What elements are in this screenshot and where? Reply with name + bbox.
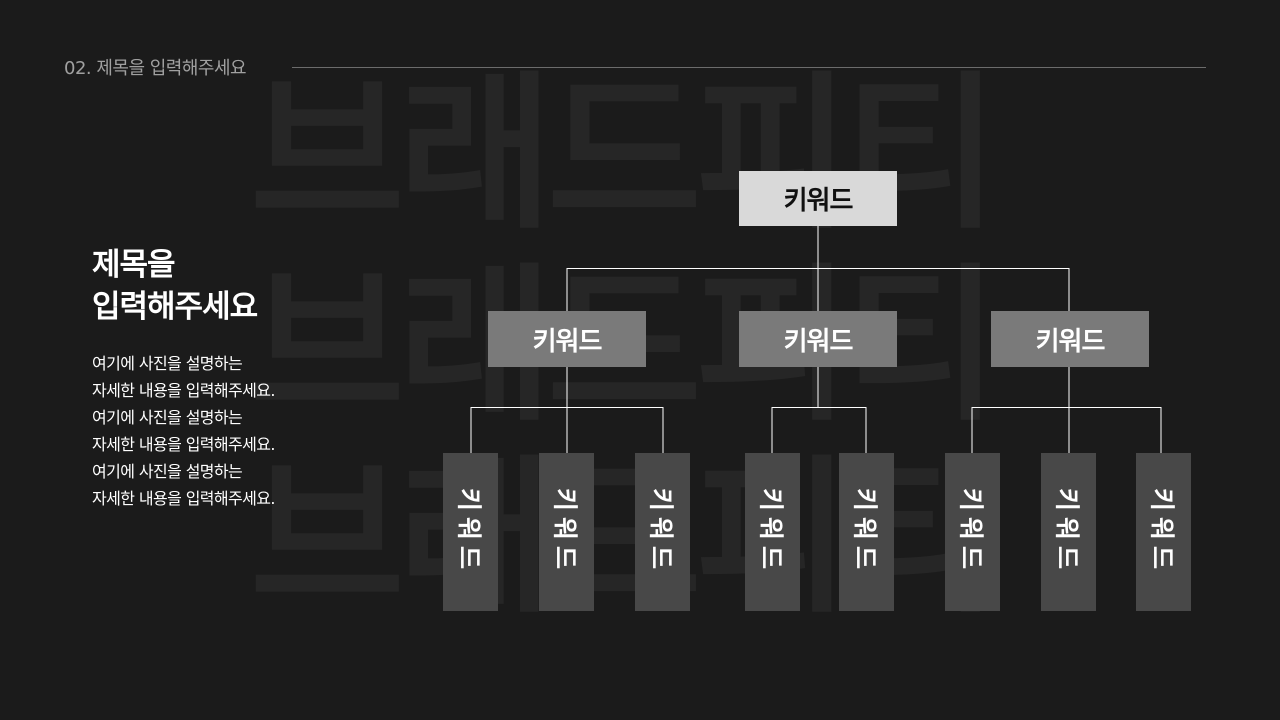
section-title-line-1: 제목을 — [92, 247, 176, 283]
leaf-keyword-node: 키워드 — [1136, 453, 1191, 611]
leaf-keyword-node: 키워드 — [839, 453, 894, 611]
description-line-1: 여기에 사진을 설명하는 — [92, 354, 243, 373]
leaf-keyword-label: 키워드 — [1052, 488, 1082, 576]
leaf-keyword-node: 키워드 — [745, 453, 800, 611]
leaf-keyword-node: 키워드 — [635, 453, 690, 611]
leaf-keyword-node: 키워드 — [443, 453, 498, 611]
description-line-4: 자세한 내용을 입력해주세요. — [92, 435, 276, 454]
leaf-keyword-label: 키워드 — [956, 488, 986, 576]
section-title-line-2: 입력해주세요 — [92, 289, 258, 325]
page-header-title: 02. 제목을 입력해주세요 — [64, 58, 247, 79]
leaf-keyword-label: 키워드 — [850, 488, 880, 576]
section-title: 제목을 입력해주세요 — [92, 244, 258, 328]
section-description: 여기에 사진을 설명하는 자세한 내용을 입력해주세요. 여기에 사진을 설명하… — [92, 350, 276, 512]
header-divider — [292, 67, 1206, 68]
leaf-keyword-node: 키워드 — [1041, 453, 1096, 611]
description-line-3: 여기에 사진을 설명하는 — [92, 408, 243, 427]
description-line-5: 여기에 사진을 설명하는 — [92, 462, 243, 481]
root-keyword-node: 키워드 — [739, 171, 897, 226]
description-line-2: 자세한 내용을 입력해주세요. — [92, 381, 276, 400]
keyword-node-1: 키워드 — [488, 311, 646, 367]
leaf-keyword-node: 키워드 — [539, 453, 594, 611]
keyword-node-3: 키워드 — [991, 311, 1149, 367]
description-line-6: 자세한 내용을 입력해주세요. — [92, 489, 276, 508]
leaf-keyword-label: 키워드 — [550, 488, 580, 576]
keyword-node-2: 키워드 — [739, 311, 897, 367]
leaf-keyword-label: 키워드 — [1147, 488, 1177, 576]
leaf-keyword-node: 키워드 — [945, 453, 1000, 611]
leaf-keyword-label: 키워드 — [454, 488, 484, 576]
leaf-keyword-label: 키워드 — [756, 488, 786, 576]
leaf-keyword-label: 키워드 — [646, 488, 676, 576]
